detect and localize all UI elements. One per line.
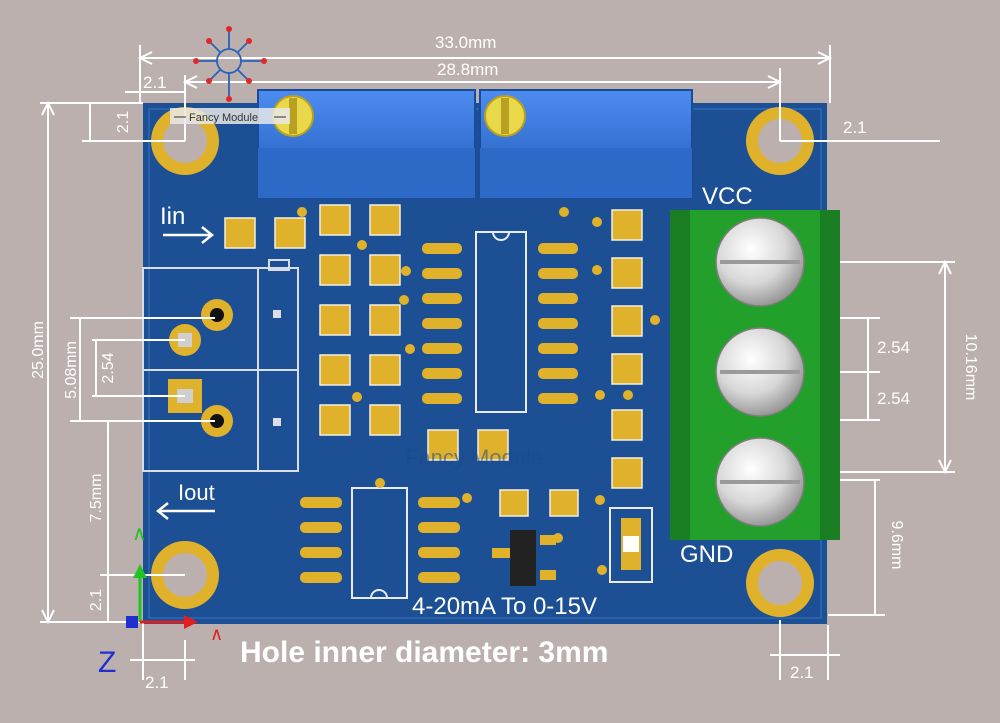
dim-overall-height: 25.0mm	[30, 321, 47, 379]
mounting-hole-bottom-right	[746, 549, 814, 617]
dim-input-spacing: 5.08mm	[63, 341, 80, 399]
hole-diameter-note: Hole inner diameter: 3mm	[240, 636, 608, 669]
dim-input-height: 7.5mm	[88, 474, 105, 523]
dim-hole-offset-bottom-left-h: 2.1	[145, 673, 169, 692]
led	[609, 507, 653, 583]
iin-arrow	[163, 226, 215, 244]
smd-pads	[224, 204, 643, 517]
dim-hole-offset-top-left-v: 2.1	[115, 111, 132, 133]
label-gnd: GND	[680, 541, 733, 568]
axis-x-mark: ∧	[210, 624, 223, 644]
input-connector-outline	[142, 259, 299, 472]
ic-main	[422, 231, 578, 413]
axis-y-mark: ∧	[132, 523, 147, 545]
dimension-lines	[40, 45, 955, 680]
trimmer-potentiometer-right	[479, 89, 693, 199]
dim-input-pitch: 2.54	[100, 352, 117, 383]
dim-hole-offset-top-left: 2.1	[143, 73, 167, 92]
label-product: 4-20mA To 0-15V	[412, 593, 597, 620]
dim-terminal-height: 9.6mm	[888, 521, 905, 570]
transistor	[492, 530, 556, 586]
label-iout: Iout	[178, 480, 215, 505]
fancy-module-logo: Fancy Module	[170, 26, 290, 124]
board-watermark: Fancy Module	[405, 445, 543, 470]
ic-secondary	[300, 487, 460, 599]
axis-indicator: ∧ ∧ Z	[98, 523, 223, 679]
vias	[297, 207, 660, 575]
dim-terminal-pitch-1: 2.54	[877, 338, 910, 357]
label-vcc: VCC	[702, 183, 753, 210]
logo-text: Fancy Module	[189, 112, 258, 124]
iout-arrow	[155, 502, 215, 520]
screw-terminal	[670, 210, 840, 540]
dim-hole-offset-bottom-right: 2.1	[790, 663, 814, 682]
dim-hole-offset-bottom-left-v: 2.1	[88, 589, 105, 611]
trimmer-potentiometer-left	[257, 89, 476, 199]
dim-terminal-pitch-2: 2.54	[877, 389, 910, 408]
label-iin: Iin	[160, 203, 185, 230]
dim-hole-offset-top-right: 2.1	[843, 118, 867, 137]
axis-z-label: Z	[98, 646, 116, 679]
dim-terminal-span: 10.16mm	[962, 334, 979, 401]
dim-hole-span: 28.8mm	[437, 60, 498, 79]
dim-overall-width: 33.0mm	[435, 33, 496, 52]
